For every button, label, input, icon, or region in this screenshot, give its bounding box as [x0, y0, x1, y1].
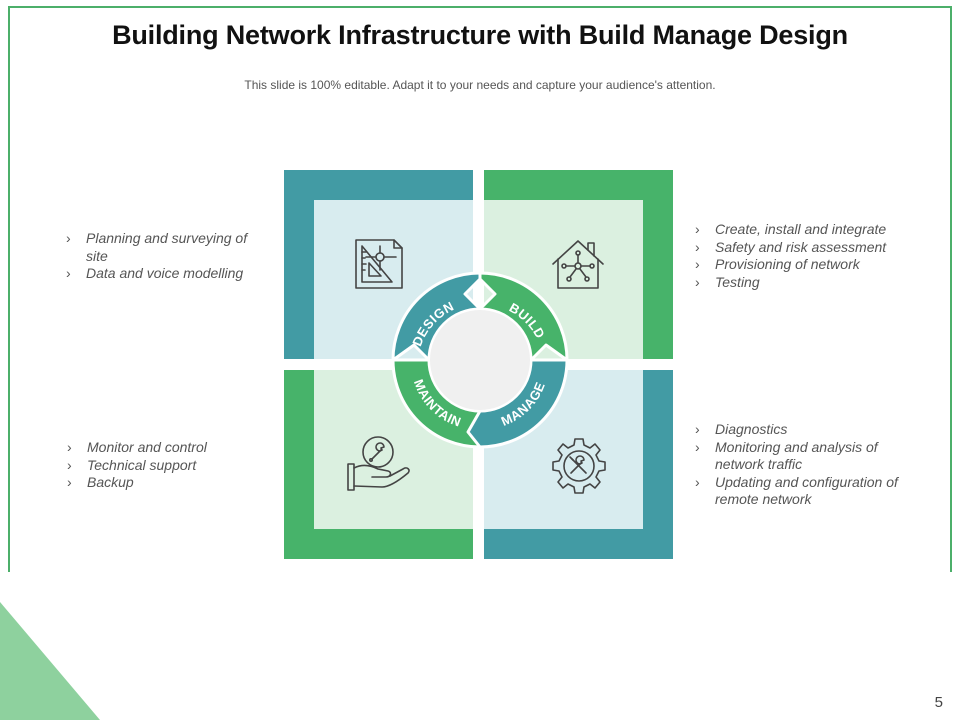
chevron-right-icon: › — [67, 456, 72, 473]
list-item: ›Data and voice modelling — [66, 265, 244, 281]
list-item: ›Diagnostics — [695, 421, 788, 437]
manage-bullet-list: ›Diagnostics ›Monitoring and analysis of… — [695, 421, 905, 509]
chevron-right-icon: › — [66, 265, 71, 281]
list-item: ›Create, install and integrate — [695, 221, 887, 237]
center-circle — [430, 310, 530, 410]
maintain-bullet-list: ›Monitor and control ›Technical support … — [67, 439, 267, 492]
hand-wrench-icon — [347, 436, 410, 491]
design-bullet-list: ›Planning and surveying of site ›Data an… — [66, 230, 261, 283]
slide-subtitle: This slide is 100% editable. Adapt it to… — [244, 78, 716, 92]
chevron-right-icon: › — [695, 238, 700, 255]
list-item: ›Testing — [695, 273, 760, 290]
list-item: ›Monitoring and analysis of network traf… — [695, 438, 878, 473]
build-bullet-list: ›Create, install and integrate ›Safety a… — [695, 221, 915, 291]
chevron-right-icon: › — [67, 474, 72, 490]
chevron-right-icon: › — [695, 256, 700, 272]
frame-top-border — [8, 6, 952, 8]
list-item: ›Safety and risk assessment — [695, 238, 887, 255]
gear-tools-icon — [552, 438, 606, 494]
list-item: ›Monitor and control — [67, 439, 207, 455]
chevron-right-icon: › — [67, 439, 72, 455]
slide-title: Building Network Infrastructure with Bui… — [112, 20, 848, 50]
frame-right-border — [950, 6, 952, 572]
smart-home-network-icon — [552, 240, 604, 289]
quadrant-design — [284, 170, 473, 359]
corner-decoration — [0, 602, 100, 720]
frame-left-border — [8, 6, 10, 572]
segment-manage-shape — [466, 358, 569, 449]
chevron-right-icon: › — [695, 473, 700, 490]
chevron-right-icon: › — [66, 230, 71, 246]
chevron-right-icon: › — [695, 438, 700, 455]
list-item: ›Backup — [67, 474, 134, 490]
list-item: ›Provisioning of network — [695, 256, 860, 272]
list-item: ›Planning and surveying of site — [66, 230, 248, 264]
list-item: ›Technical support — [67, 456, 197, 473]
page-number: 5 — [934, 694, 943, 711]
chevron-right-icon: › — [695, 221, 700, 237]
chevron-right-icon: › — [695, 273, 700, 290]
chevron-right-icon: › — [695, 421, 700, 437]
list-item: ›Updating and configuration of remote ne… — [695, 473, 898, 508]
blueprint-ruler-icon — [355, 239, 403, 289]
